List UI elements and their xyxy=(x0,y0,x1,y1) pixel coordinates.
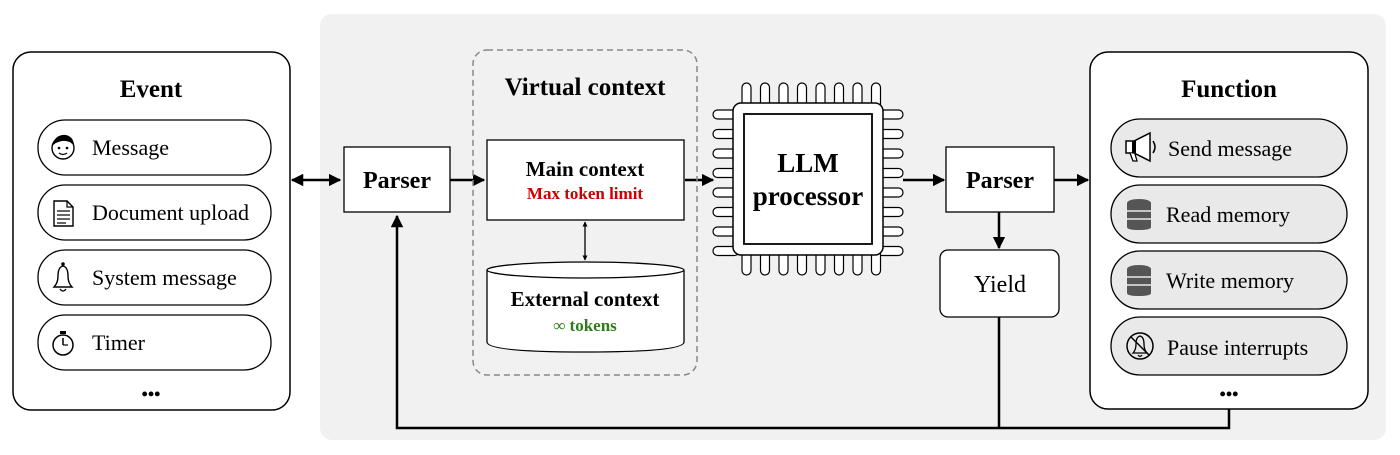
parser-input-box: Parser xyxy=(343,146,451,213)
function-item-label: Write memory xyxy=(1166,268,1294,293)
yield-box: Yield xyxy=(939,249,1060,318)
face-icon xyxy=(51,134,75,160)
database-icon xyxy=(1127,199,1151,230)
function-title: Function xyxy=(1181,76,1277,103)
document-icon xyxy=(53,200,74,227)
main-context-sub: Max token limit xyxy=(527,184,643,203)
event-title: Event xyxy=(120,76,183,103)
function-item-label: Send message xyxy=(1168,136,1292,161)
function-item-write-memory[interactable]: Write memory xyxy=(1110,250,1348,310)
function-panel: Function Send message Read memory xyxy=(1089,51,1369,410)
yield-label: Yield xyxy=(974,272,1026,298)
main-context-title: Main context xyxy=(526,157,644,181)
virtual-context-title: Virtual context xyxy=(505,74,667,101)
feedback-loop-arrow xyxy=(390,214,1231,430)
function-item-read-memory[interactable]: Read memory xyxy=(1110,184,1348,244)
event-item-label: System message xyxy=(92,265,237,290)
external-context-cylinder: External context ∞ tokens xyxy=(486,261,685,353)
event-panel: Event Message Document upload xyxy=(12,51,291,411)
bell-icon xyxy=(52,262,74,292)
virtual-context-panel: Virtual context Main context Max token l… xyxy=(472,49,698,376)
parser-output-label: Parser xyxy=(966,168,1034,194)
parser-input-label: Parser xyxy=(363,168,431,194)
event-more: ••• xyxy=(142,384,161,404)
function-item-label: Pause interrupts xyxy=(1167,335,1308,360)
function-more: ••• xyxy=(1220,384,1239,404)
external-context-sub: ∞ tokens xyxy=(553,316,617,335)
function-item-label: Read memory xyxy=(1166,202,1290,227)
megaphone-icon xyxy=(1125,131,1156,163)
event-item-system-message[interactable]: System message xyxy=(37,249,272,306)
llm-chip: LLM processor xyxy=(712,82,904,276)
stopwatch-icon xyxy=(52,331,74,356)
function-item-pause-interrupts[interactable]: Pause interrupts xyxy=(1110,316,1348,376)
parser-output-box: Parser xyxy=(945,146,1055,213)
event-item-message[interactable]: Message xyxy=(37,119,272,176)
event-item-document-upload[interactable]: Document upload xyxy=(37,184,272,241)
function-item-send-message[interactable]: Send message xyxy=(1110,118,1348,178)
database-icon xyxy=(1127,265,1151,296)
event-item-label: Timer xyxy=(92,330,146,355)
main-context-box: Main context Max token limit xyxy=(486,139,685,221)
external-context-title: External context xyxy=(511,287,660,311)
event-item-label: Message xyxy=(92,135,169,160)
llm-title-line2: processor xyxy=(753,181,863,211)
event-item-label: Document upload xyxy=(92,200,249,225)
bell-off-icon xyxy=(1126,332,1154,360)
event-item-timer[interactable]: Timer xyxy=(37,314,272,371)
llm-title-line1: LLM xyxy=(777,148,839,178)
